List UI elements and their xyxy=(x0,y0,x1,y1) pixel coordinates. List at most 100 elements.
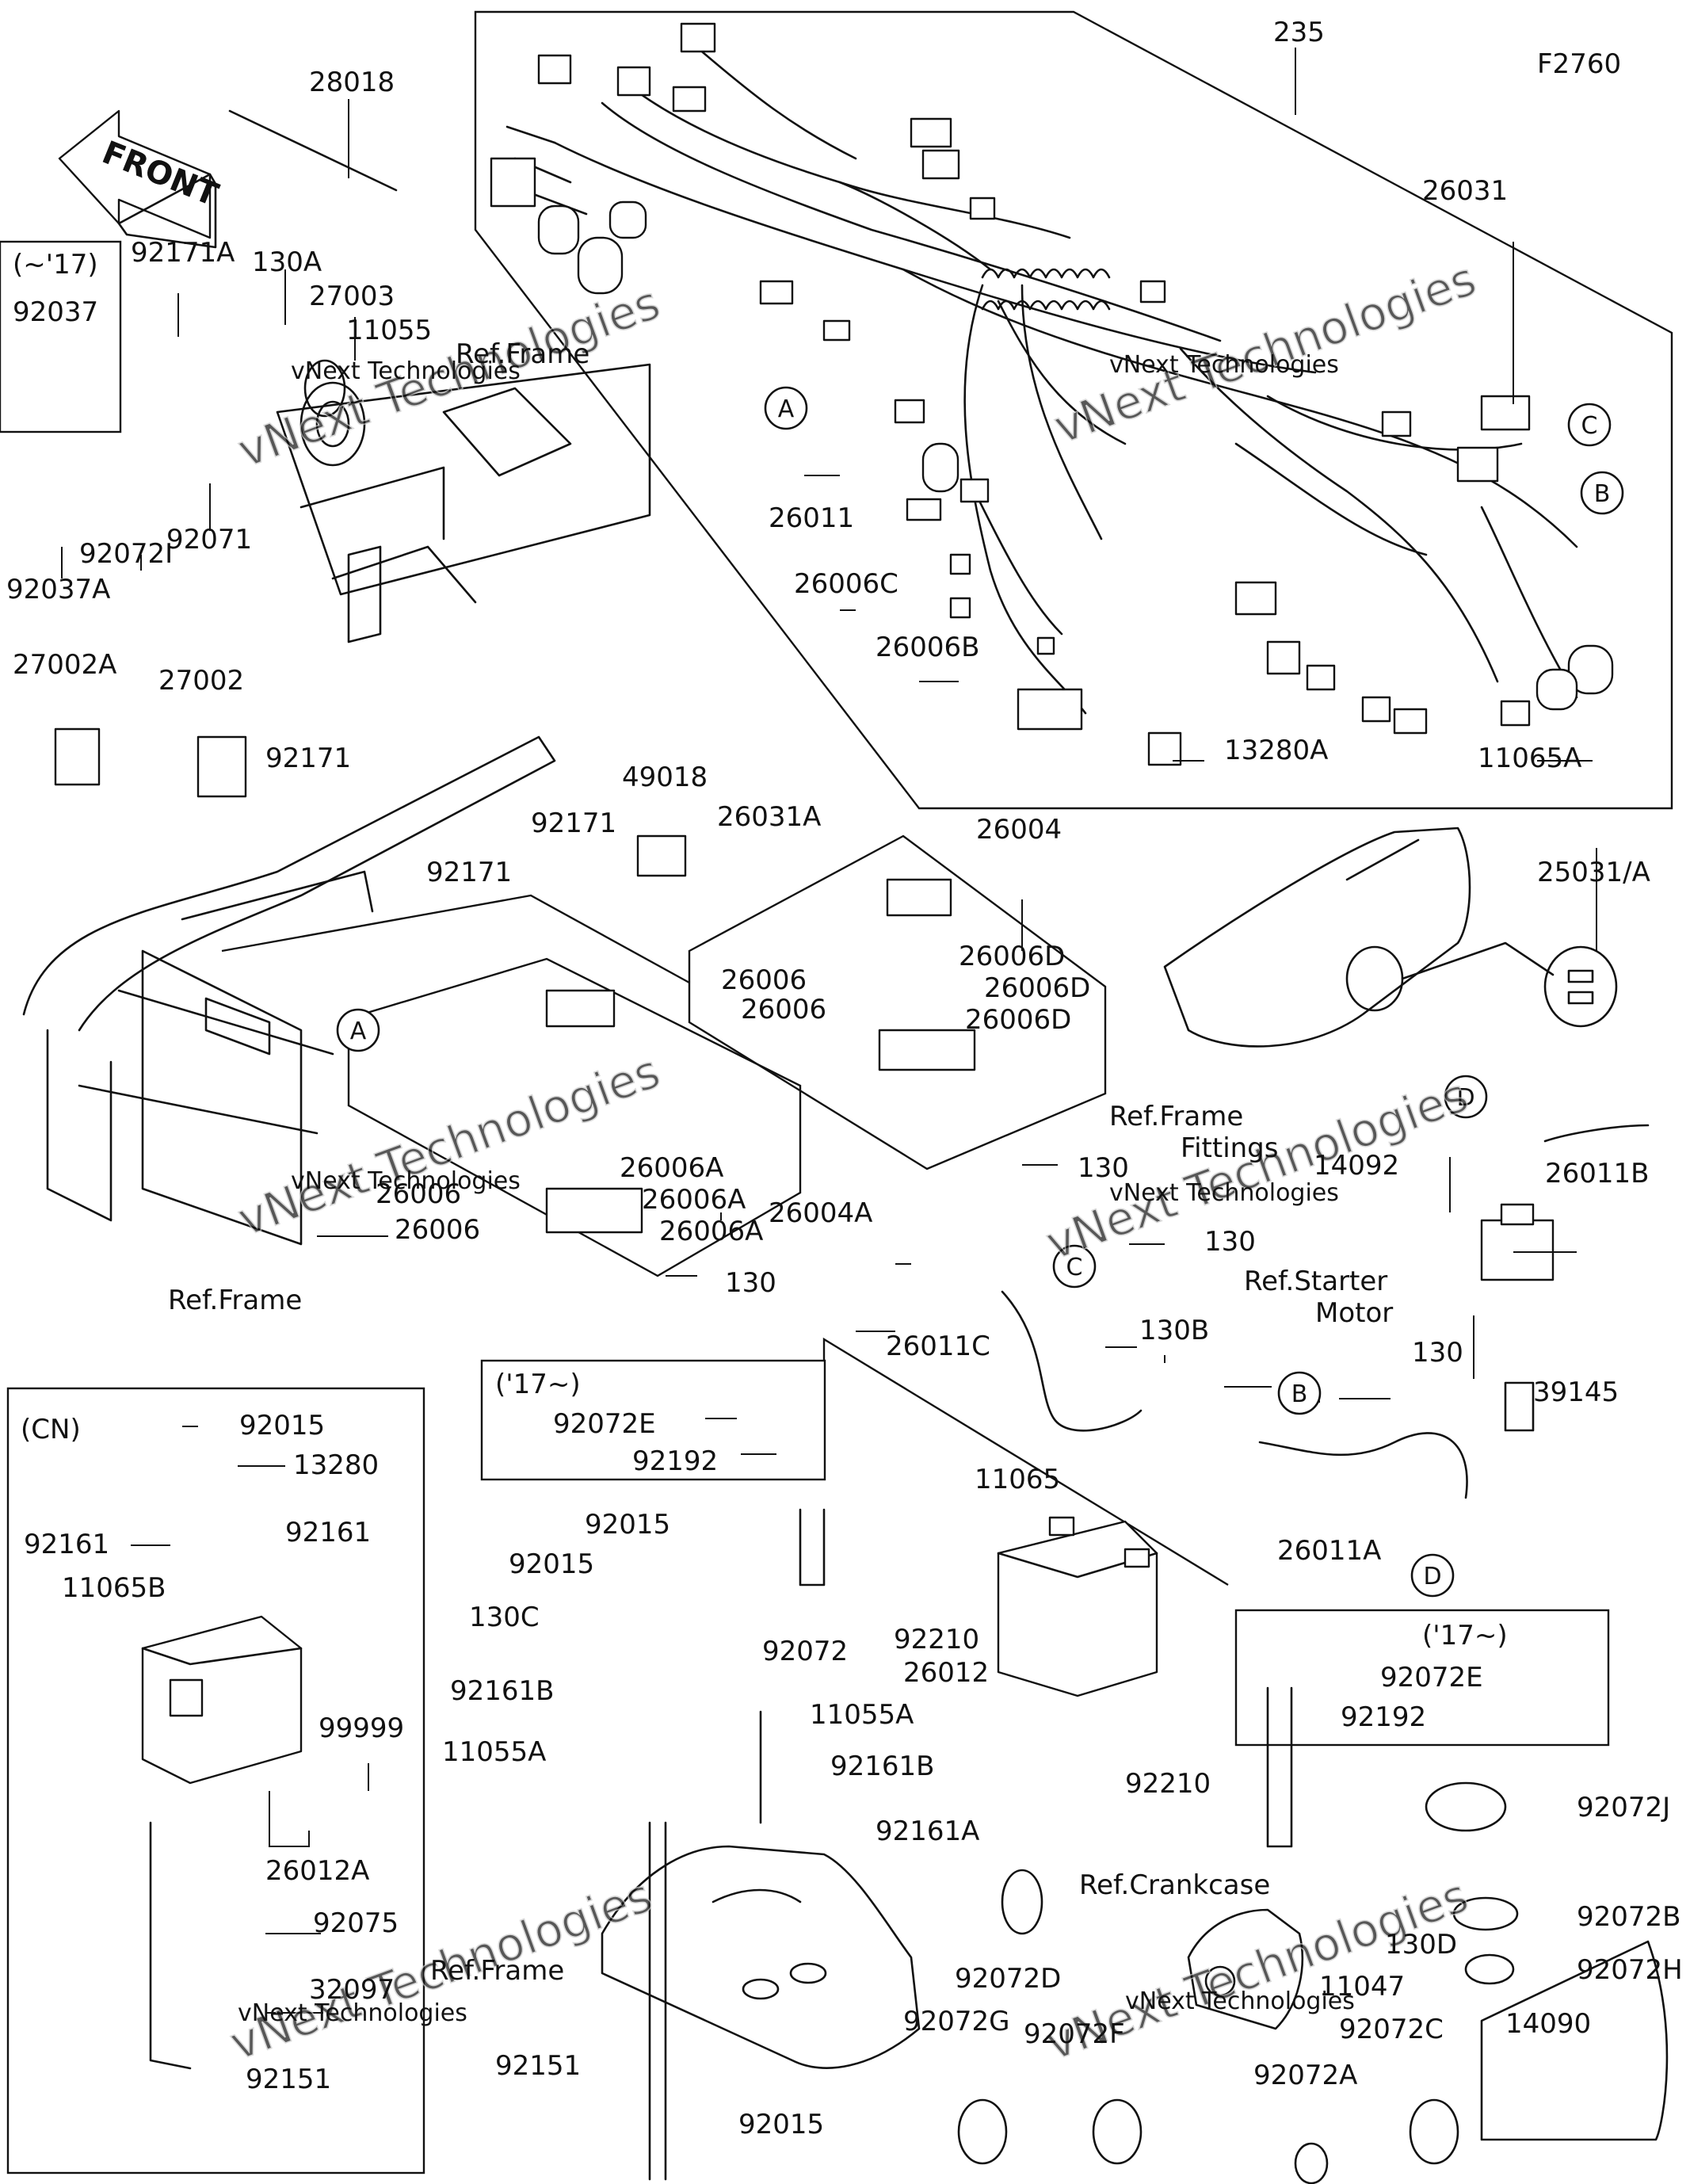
part-number: 32097 xyxy=(309,1974,395,2006)
watermark: vNext Technologies xyxy=(1109,1179,1339,1207)
svg-text:C: C xyxy=(1066,1254,1083,1281)
part-number: 92072G xyxy=(903,2006,1010,2037)
part-number: 92072H xyxy=(1577,1954,1683,1986)
part-number: 92192 xyxy=(1341,1701,1426,1733)
part-number: 92072E xyxy=(553,1408,656,1440)
fuse-box-26004-icon xyxy=(878,878,976,1071)
part-number: 26012 xyxy=(903,1657,989,1689)
condition-label: (~'17) xyxy=(13,249,98,281)
callout-B-lower: B xyxy=(1277,1371,1322,1415)
part-number: 11065 xyxy=(975,1464,1060,1495)
part-number: 92171 xyxy=(265,743,351,774)
plug-25031-icon xyxy=(1543,945,1618,1028)
part-number: 27002 xyxy=(158,665,244,697)
part-number: 92210 xyxy=(894,1624,979,1655)
battery-group-box xyxy=(822,1337,1229,1586)
front-arrow-icon: FRONT xyxy=(58,109,223,249)
part-number: 92015 xyxy=(585,1509,670,1541)
part-number: 14090 xyxy=(1505,2008,1591,2040)
part-number: 26006A xyxy=(659,1216,763,1247)
svg-text:D: D xyxy=(1423,1563,1441,1590)
part-number: 26006C xyxy=(794,568,898,600)
ref-label: Ref.Frame xyxy=(430,1955,564,1987)
callout-C-lower: C xyxy=(1052,1244,1097,1289)
part-number: 130A xyxy=(252,246,322,278)
part-number: 92161 xyxy=(285,1517,371,1548)
svg-text:B: B xyxy=(1594,480,1611,508)
part-number: 92072J xyxy=(1577,1792,1670,1823)
part-number: 49018 xyxy=(622,762,708,793)
svg-text:C: C xyxy=(1581,412,1598,440)
callout-C-upper: C xyxy=(1567,403,1612,447)
fuse-box-26004A-group xyxy=(347,957,802,1277)
part-number: 130D xyxy=(1385,1929,1457,1961)
part-number: 26011A xyxy=(1277,1535,1381,1567)
part-number: 92151 xyxy=(246,2064,331,2095)
until-17-box xyxy=(0,240,122,433)
part-number: 92072 xyxy=(762,1636,848,1667)
crankcase-drawing xyxy=(1187,1908,1304,2030)
part-number: 92171 xyxy=(531,808,616,839)
callout-A-upper: A xyxy=(764,386,808,430)
part-number: 26004A xyxy=(769,1197,872,1229)
part-number: 92161 xyxy=(24,1529,109,1560)
watermark: vNext Technologies xyxy=(1109,351,1339,379)
part-number: 92071 xyxy=(166,524,252,556)
clamp-bands-drawing xyxy=(957,1381,1535,2184)
watermark: vNext Technologies xyxy=(1125,1987,1355,2015)
frame-bottom-drawing xyxy=(601,1845,921,2069)
part-number: 26031A xyxy=(717,801,821,833)
condition-label: ('17~) xyxy=(1422,1620,1508,1651)
condition-label: (CN) xyxy=(21,1414,81,1445)
part-number: 26006A xyxy=(620,1152,723,1184)
part-number: 26006A xyxy=(642,1184,746,1216)
watermark: vNext Technologies xyxy=(291,1167,521,1195)
part-number: 92192 xyxy=(632,1445,718,1477)
part-number: 11055 xyxy=(346,315,432,346)
part-number: 92072F xyxy=(1024,2018,1125,2050)
part-number: 130 xyxy=(1412,1337,1463,1369)
part-number: 130 xyxy=(725,1267,776,1299)
part-number: 92210 xyxy=(1125,1768,1211,1800)
part-number: 26006 xyxy=(395,1214,480,1246)
frame-left-drawing xyxy=(22,735,556,1246)
part-number: 26006D xyxy=(959,941,1065,972)
figure-code: F2760 xyxy=(1537,48,1621,80)
part-number: 26006 xyxy=(721,964,807,996)
ref-label: Ref.Crankcase xyxy=(1079,1869,1270,1901)
part-number: 92072I xyxy=(79,538,173,570)
part-number: 92161B xyxy=(450,1675,554,1707)
part-number: 26011 xyxy=(769,502,854,534)
part-number: 11065A xyxy=(1478,743,1581,774)
svg-text:A: A xyxy=(350,1018,367,1045)
part-number: 26006D xyxy=(965,1004,1071,1036)
part-number: 92015 xyxy=(738,2109,824,2140)
relay-27002-icon xyxy=(54,727,687,877)
leader-lines xyxy=(61,48,1597,2014)
from-17-left-box xyxy=(480,1359,826,1481)
harness-A-link xyxy=(221,894,690,984)
frame-top-drawing xyxy=(276,359,651,643)
part-number: 92015 xyxy=(509,1548,594,1580)
part-number: 92072E xyxy=(1380,1662,1483,1693)
callout-B-upper: B xyxy=(1580,471,1624,515)
part-number: 130B xyxy=(1139,1315,1209,1346)
starter-relay-icon xyxy=(1480,1203,1555,1281)
part-number: 235 xyxy=(1273,17,1325,48)
part-number-labels: 28018 235 26031 130A 27003 11055 92171A … xyxy=(6,17,1683,2140)
part-number: 92161A xyxy=(876,1816,979,1847)
ref-label: Ref.Frame xyxy=(168,1285,302,1316)
from-17-right-box xyxy=(1234,1609,1610,1747)
part-number: 92037A xyxy=(6,574,110,605)
part-number: 26006D xyxy=(984,972,1090,1004)
part-number: 92037 xyxy=(13,296,98,328)
part-number: 11065B xyxy=(62,1572,166,1604)
part-number: 26004 xyxy=(976,814,1062,846)
ref-label: Ref.Frame xyxy=(1109,1101,1243,1132)
part-number: 26011B xyxy=(1545,1158,1649,1189)
part-number: 130C xyxy=(469,1602,540,1633)
part-number: 92075 xyxy=(313,1907,399,1939)
part-number: 99999 xyxy=(319,1712,404,1744)
ref-label: Fittings xyxy=(1181,1132,1278,1164)
harness-group-box xyxy=(474,10,1673,810)
